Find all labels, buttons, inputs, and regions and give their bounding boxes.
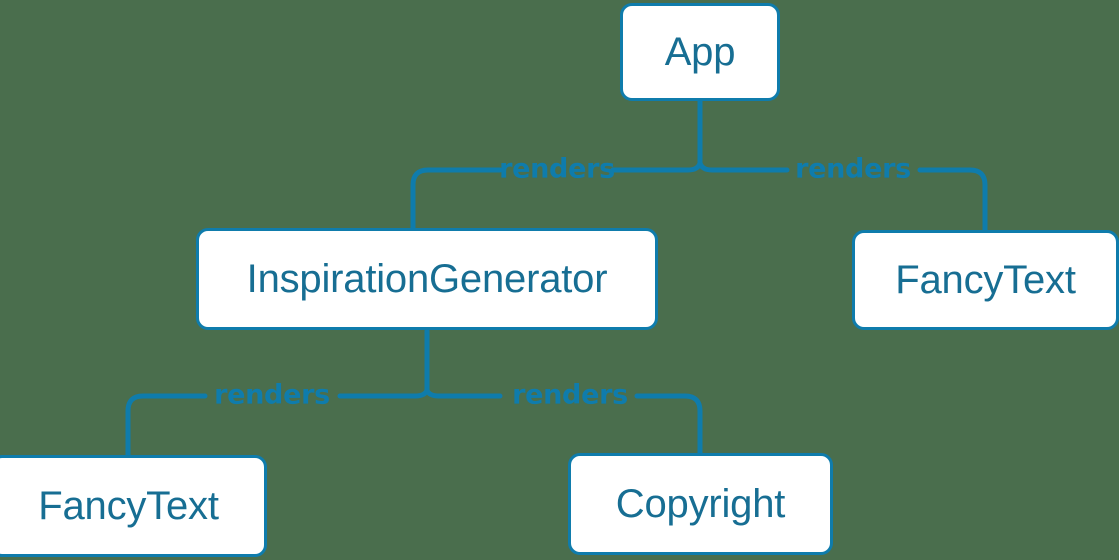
node-fancytext-bottom[interactable]: FancyText bbox=[0, 455, 267, 557]
edge-app-to-fancytext-right bbox=[697, 160, 988, 235]
node-inspiration-generator-label: InspirationGenerator bbox=[246, 256, 608, 301]
node-app-label: App bbox=[664, 29, 736, 74]
edge-label-inspiration-generator-to-copyright: renders bbox=[512, 379, 628, 411]
node-copyright-label: Copyright bbox=[615, 481, 786, 526]
node-inspiration-generator[interactable]: InspirationGenerator bbox=[196, 228, 658, 330]
edge-label-app-to-inspiration-generator: renders bbox=[499, 153, 615, 185]
edge-label-inspiration-generator-to-fancytext-bottom: renders bbox=[214, 379, 330, 411]
node-copyright[interactable]: Copyright bbox=[568, 453, 833, 555]
node-fancytext-right-label: FancyText bbox=[895, 257, 1076, 302]
edge-inspiration-generator-to-copyright bbox=[424, 387, 703, 458]
node-fancytext-right[interactable]: FancyText bbox=[852, 230, 1119, 330]
node-fancytext-bottom-label: FancyText bbox=[38, 483, 219, 528]
node-app[interactable]: App bbox=[620, 3, 780, 101]
edge-label-app-to-fancytext-right: renders bbox=[795, 153, 911, 185]
